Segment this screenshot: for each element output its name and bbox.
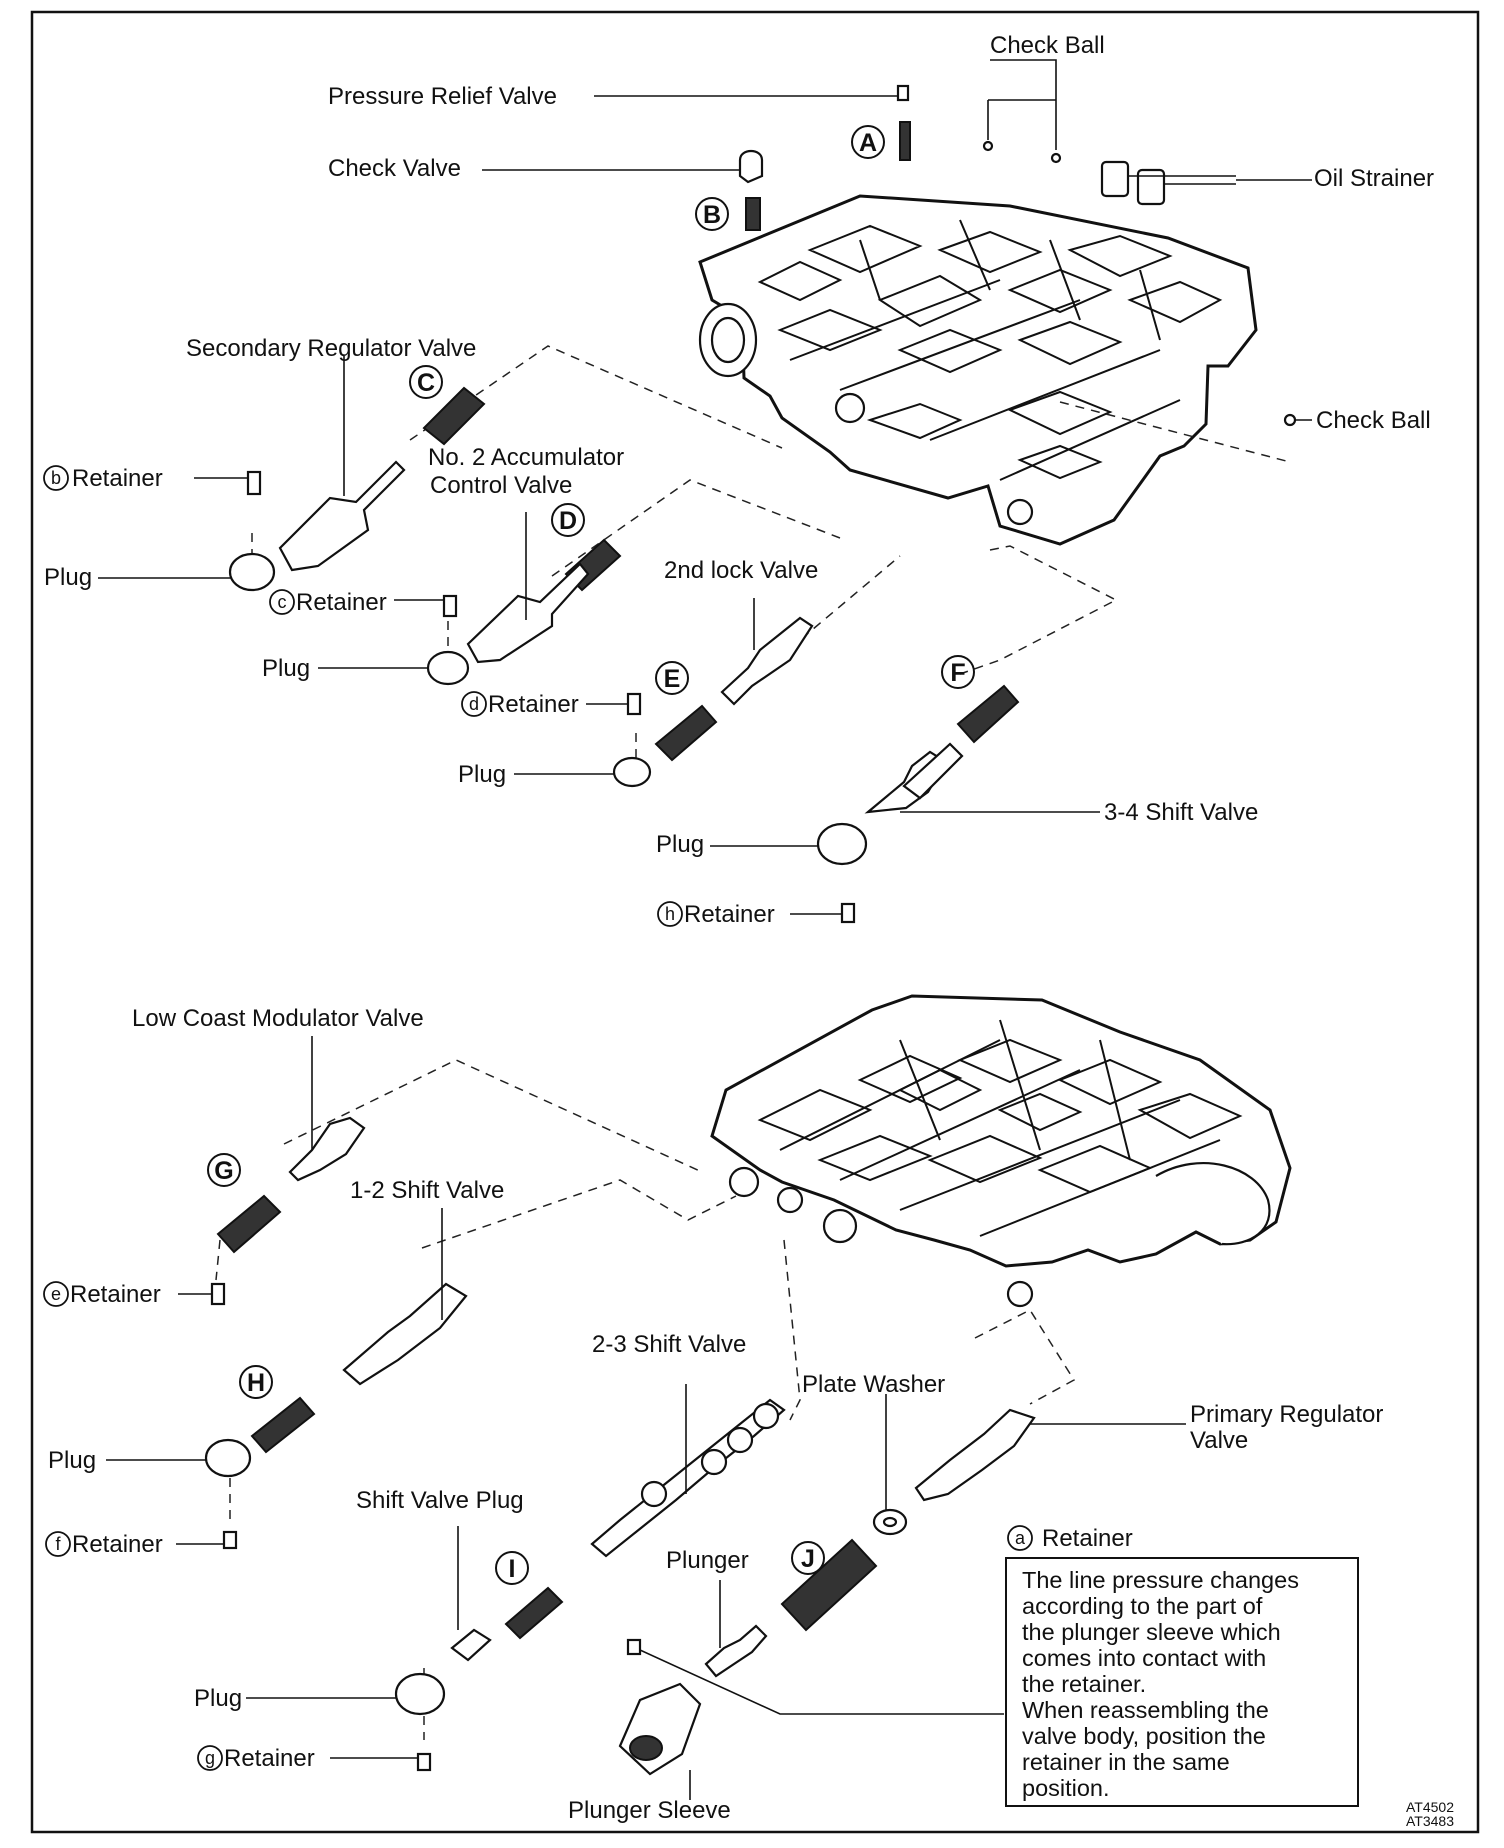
label-no2-accumulator-2: Control Valve bbox=[430, 472, 572, 499]
label-primary-regulator-1: Primary Regulator bbox=[1190, 1401, 1383, 1428]
marker-H: H bbox=[247, 1369, 265, 1397]
marker-b: b bbox=[51, 468, 61, 488]
marker-h: h bbox=[665, 904, 675, 924]
label-pressure-relief-valve: Pressure Relief Valve bbox=[328, 83, 557, 110]
marker-J: J bbox=[801, 1545, 815, 1573]
marker-G: G bbox=[214, 1157, 233, 1185]
note-line: When reassembling the bbox=[1022, 1697, 1269, 1723]
label-low-coast-modulator-valve: Low Coast Modulator Valve bbox=[132, 1005, 424, 1032]
lower-valve-body bbox=[710, 994, 1292, 1308]
marker-a: a bbox=[1015, 1528, 1026, 1548]
upper-valve-body bbox=[698, 194, 1258, 546]
note-line: the plunger sleeve which bbox=[1022, 1619, 1281, 1645]
label-retainer-e: Retainer bbox=[70, 1281, 161, 1308]
marker-g: g bbox=[205, 1748, 215, 1768]
label-retainer-d: Retainer bbox=[488, 691, 579, 718]
spring-markers: A B C D E F G H I J bbox=[207, 125, 975, 1585]
label-primary-regulator-2: Valve bbox=[1190, 1427, 1248, 1454]
label-3-4-shift-valve: 3-4 Shift Valve bbox=[1104, 799, 1258, 826]
marker-c: c bbox=[278, 592, 287, 612]
figure-code: AT4502 bbox=[1406, 1799, 1454, 1815]
label-plug-1: Plug bbox=[44, 564, 92, 591]
label-check-valve: Check Valve bbox=[328, 155, 461, 182]
note-line: retainer in the same bbox=[1022, 1749, 1230, 1775]
marker-D: D bbox=[559, 507, 577, 535]
marker-E: E bbox=[664, 665, 681, 693]
retainer-markers: a b c d e f g h bbox=[43, 465, 1033, 1771]
label-plug-5: Plug bbox=[48, 1447, 96, 1474]
marker-d: d bbox=[469, 694, 479, 714]
marker-I: I bbox=[509, 1555, 516, 1583]
leader-lines bbox=[98, 59, 1312, 1800]
note-box bbox=[1005, 1557, 1359, 1807]
figure-code: AT3483 bbox=[1406, 1813, 1454, 1829]
note-line: position. bbox=[1022, 1775, 1110, 1801]
note-text: The line pressure changes according to t… bbox=[1022, 1567, 1299, 1801]
label-retainer-h: Retainer bbox=[684, 901, 775, 928]
part-labels: Check Ball Pressure Relief Valve Check V… bbox=[44, 32, 1434, 1824]
note-line: The line pressure changes bbox=[1022, 1567, 1299, 1593]
label-secondary-regulator-valve: Secondary Regulator Valve bbox=[186, 335, 476, 362]
label-retainer-c: Retainer bbox=[296, 589, 387, 616]
label-retainer-g: Retainer bbox=[224, 1745, 315, 1772]
label-check-ball-top: Check Ball bbox=[990, 32, 1105, 59]
label-plug-6: Plug bbox=[194, 1685, 242, 1712]
label-plug-3: Plug bbox=[458, 761, 506, 788]
label-plunger: Plunger bbox=[666, 1547, 749, 1574]
label-retainer-f: Retainer bbox=[72, 1531, 163, 1558]
marker-f: f bbox=[55, 1534, 61, 1554]
note-line: the retainer. bbox=[1022, 1671, 1146, 1697]
figure-frame bbox=[30, 10, 1480, 1834]
label-oil-strainer: Oil Strainer bbox=[1314, 165, 1434, 192]
label-2-3-shift-valve: 2-3 Shift Valve bbox=[592, 1331, 746, 1358]
note-line: valve body, position the bbox=[1022, 1723, 1266, 1749]
label-no2-accumulator-1: No. 2 Accumulator bbox=[428, 444, 624, 471]
label-retainer-a: Retainer bbox=[1042, 1525, 1133, 1552]
marker-C: C bbox=[417, 369, 435, 397]
label-plug-2: Plug bbox=[262, 655, 310, 682]
label-plunger-sleeve: Plunger Sleeve bbox=[568, 1797, 731, 1824]
label-shift-valve-plug: Shift Valve Plug bbox=[356, 1487, 524, 1514]
label-1-2-shift-valve: 1-2 Shift Valve bbox=[350, 1177, 504, 1204]
label-plate-washer: Plate Washer bbox=[802, 1371, 945, 1398]
marker-e: e bbox=[51, 1284, 61, 1304]
label-2nd-lock-valve: 2nd lock Valve bbox=[664, 557, 818, 584]
marker-F: F bbox=[950, 659, 965, 687]
label-plug-4: Plug bbox=[656, 831, 704, 858]
marker-B: B bbox=[703, 201, 721, 229]
note-line: according to the part of bbox=[1022, 1593, 1263, 1619]
label-retainer-b: Retainer bbox=[72, 465, 163, 492]
label-check-ball-right: Check Ball bbox=[1316, 407, 1431, 434]
parts bbox=[204, 84, 1297, 1776]
marker-A: A bbox=[859, 129, 877, 157]
note-line: comes into contact with bbox=[1022, 1645, 1266, 1671]
